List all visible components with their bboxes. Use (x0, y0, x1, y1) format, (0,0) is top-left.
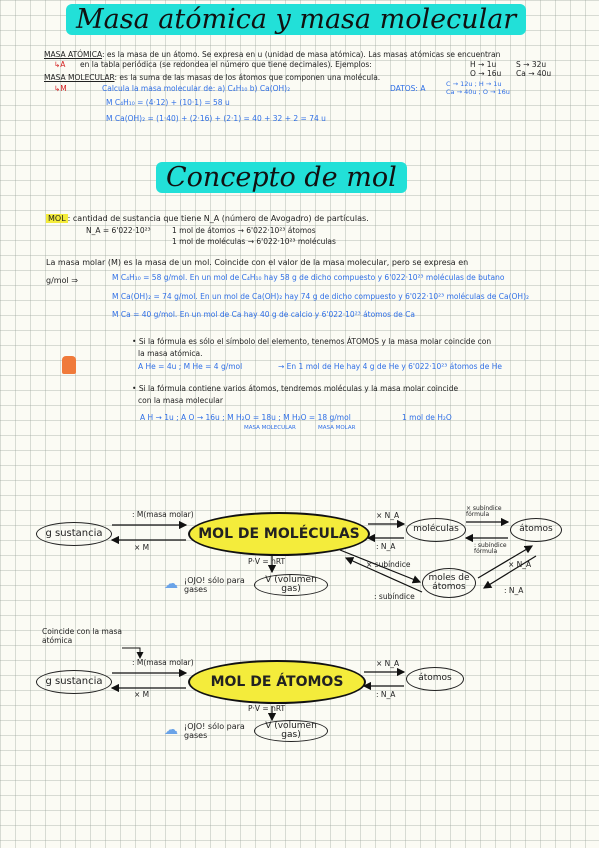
result-caoh2: M Ca(OH)₂ = (1·40) + (2·16) + (2·1) = 40… (106, 114, 326, 123)
label-x-subindice: × subíndice fórmula (466, 505, 502, 518)
example-ca: Ca → 40u (516, 69, 552, 78)
label-div-subindice-2: : subíndice (374, 592, 415, 601)
point1-text: Si la fórmula es sólo el símbolo del ele… (138, 337, 492, 346)
point1-example: A He = 4u ; M He = 4 g/mol (138, 362, 243, 371)
text-masa-atomica: : es la masa de un átomo. Se expresa en … (101, 50, 501, 59)
node2-atomos-label: átomos (418, 673, 452, 684)
def-masa-molecular: MASA MOLECULAR: es la suma de las masas … (44, 73, 380, 82)
example-s: S → 32u (516, 60, 547, 69)
label-masa-atomica: MASA ATÓMICA (44, 50, 102, 59)
example-butano: M C₄H₁₀ = 58 g/mol. En un mol de C₄H₁₀ h… (112, 273, 505, 282)
datos-line1: C → 12u ; H → 1u (446, 80, 502, 88)
arrow-a: ↳A (54, 60, 66, 69)
note-ojo-gases: ¡OJO! sólo para gases (184, 576, 245, 595)
label-div-subindice: : subíndice fórmula (474, 542, 507, 555)
result-butano: M C₄H₁₀ = (4·12) + (10·1) = 58 u (106, 98, 230, 107)
exercise-calc: Calcula la masa molecular de: a) C₄H₁₀ b… (102, 84, 291, 93)
avogadro-value: N_A = 6'022·10²³ (86, 226, 151, 235)
node-moles-atomos: moles de átomos (422, 568, 476, 598)
label-div-na: : N_A (376, 542, 396, 551)
text-masa-molecular: : es la suma de las masas de los átomos … (114, 73, 381, 82)
page-title: Masa atómica y masa molecular (66, 4, 527, 35)
label2-x-masa-molar: × M (134, 690, 150, 699)
point1-text2: la masa atómica. (138, 349, 203, 358)
node-mol-moleculas: MOL DE MOLÉCULAS (188, 512, 370, 556)
point1: • Si la fórmula es sólo el símbolo del e… (132, 337, 492, 346)
label-div-na-2: : N_A (504, 586, 524, 595)
node2-atomos: átomos (406, 667, 464, 691)
node-mol-atomos-label: MOL DE ÁTOMOS (210, 674, 344, 690)
node2-g-sustancia-label: g sustancia (45, 675, 103, 687)
label-x-masa-molar: × M (134, 543, 150, 552)
node-mol-moleculas-label: MOL DE MOLÉCULAS (198, 526, 360, 542)
label-mol: MOL (46, 214, 68, 223)
text-mol: : cantidad de sustancia que tiene N_A (n… (67, 214, 369, 223)
point2-text: Si la fórmula contiene varios átomos, te… (138, 384, 459, 393)
def-masa-molar: La masa molar (M) es la masa de un mol. … (46, 258, 469, 267)
label2-div-na: : N_A (376, 690, 396, 699)
label-x-subindice-2: × subíndice (366, 560, 411, 569)
arrow-m: ↳M (54, 84, 67, 93)
point2-example: A H → 1u ; A O → 16u ; M H₂O = 18u ; M H… (140, 413, 351, 422)
point2: • Si la fórmula contiene varios átomos, … (132, 384, 459, 393)
def-masa-atomica: MASA ATÓMICA: es la masa de un átomo. Se… (44, 50, 500, 59)
alarm-icon (62, 356, 76, 374)
node-moleculas: moléculas (406, 518, 466, 542)
node-atomos: átomos (510, 518, 562, 542)
node-mol-atomos: MOL DE ÁTOMOS (188, 660, 366, 704)
avogadro-atoms: 1 mol de átomos → 6'022·10²³ átomos (172, 226, 316, 235)
point1-example2: → En 1 mol de He hay 4 g de He y 6'022·1… (278, 362, 502, 371)
label-masa-molar-small: MASA MOLAR (318, 425, 356, 431)
label-x-na: × N_A (376, 511, 400, 520)
label-x-na-2: × N_A (508, 560, 532, 569)
label2-ideal-gas: P·V = nRT (248, 704, 286, 713)
datos-label: DATOS: A (390, 84, 426, 93)
point2-example2: 1 mol de H₂O (402, 413, 452, 422)
node2-g-sustancia: g sustancia (36, 670, 112, 694)
example-caoh2: M Ca(OH)₂ = 74 g/mol. En un mol de Ca(OH… (112, 292, 530, 301)
label2-div-masa-molar: : M(masa molar) (132, 658, 194, 667)
unit-gmol: g/mol ⇒ (46, 276, 78, 285)
section-title-mol: Concepto de mol (156, 162, 407, 193)
title-masa-atomica: Masa atómica y masa molecular (66, 4, 527, 35)
cloud-icon: ☁ (164, 576, 178, 592)
label2-x-na: × N_A (376, 659, 400, 668)
node-atomos-label: átomos (519, 524, 553, 535)
node2-volumen: V (volumen gas) (254, 720, 328, 742)
label-masa-molecular-small: MASA MOLECULAR (244, 425, 296, 431)
def-mol: MOL: cantidad de sustancia que tiene N_A… (46, 214, 369, 223)
node-g-sustancia: g sustancia (36, 522, 112, 546)
node-volumen-label: V (volumen gas) (265, 574, 317, 594)
point2-text2: con la masa molecular (138, 396, 223, 405)
avogadro-molecules: 1 mol de moléculas → 6'022·10²³ molécula… (172, 237, 336, 246)
text-masa-atomica-2: en la tabla periódica (se redondea el nú… (80, 60, 372, 69)
symbol-m: M (60, 84, 67, 93)
node-g-sustancia-label: g sustancia (45, 527, 103, 539)
node-moleculas-label: moléculas (413, 524, 459, 535)
example-calcio: M Ca = 40 g/mol. En un mol de Ca hay 40 … (112, 310, 415, 319)
title-concepto-mol: Concepto de mol (156, 162, 407, 193)
node-volumen: V (volumen gas) (254, 574, 328, 596)
example-o: O → 16u (470, 69, 502, 78)
example-h: H → 1u (470, 60, 497, 69)
symbol-a: A (60, 60, 66, 69)
label-masa-molecular: MASA MOLECULAR (44, 73, 115, 82)
note2-ojo-gases: ¡OJO! sólo para gases (184, 722, 245, 741)
label-ideal-gas: P·V = nRT (248, 557, 286, 566)
node-moles-atomos-label: moles de átomos (428, 572, 470, 592)
note-coincide: Coincide con la masa atómica (42, 627, 122, 645)
label-div-masa-molar: : M(masa molar) (132, 510, 194, 519)
cloud-icon-2: ☁ (164, 722, 178, 738)
node2-volumen-label: V (volumen gas) (265, 720, 317, 740)
def-masa-atomica-2: en la tabla periódica (se redondea el nú… (80, 60, 372, 69)
datos-line2: Ca → 40u ; O → 16u (446, 88, 510, 96)
